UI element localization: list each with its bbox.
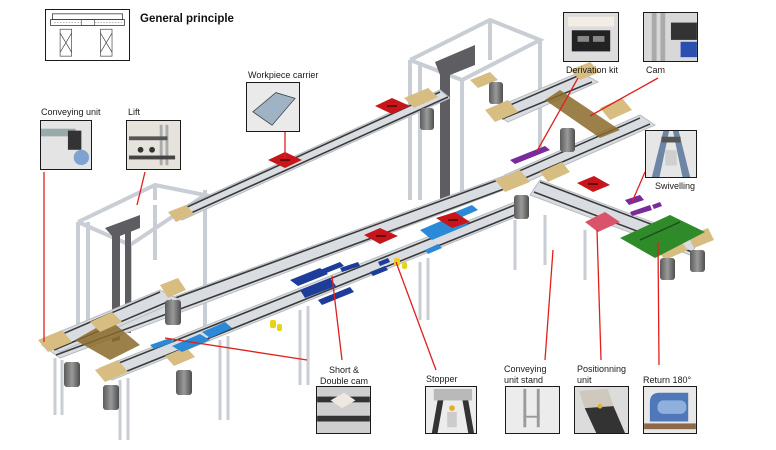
callout-label-lift: Lift xyxy=(128,107,141,117)
cam-photo xyxy=(643,12,698,62)
callout-label-workpiece-carrier: Workpiece carrier xyxy=(248,70,319,80)
motor xyxy=(103,385,119,410)
motor xyxy=(165,300,181,325)
end-block xyxy=(470,72,498,88)
general-principle-title: General principle xyxy=(140,13,234,25)
stopper-photo xyxy=(425,386,477,434)
motor xyxy=(64,362,80,387)
motor xyxy=(690,250,705,272)
motor xyxy=(420,108,434,130)
lift-mechanism-right xyxy=(435,45,475,202)
conveying-unit-stands xyxy=(53,215,587,440)
end-block xyxy=(688,228,714,248)
end-block xyxy=(404,88,438,108)
derivation-kit-part xyxy=(510,146,662,216)
callout-label-short-double-cam: Short & Double cam xyxy=(314,365,374,387)
end-block xyxy=(495,170,530,192)
motor xyxy=(489,82,503,104)
conveying-unit-photo xyxy=(40,120,92,170)
double-cams xyxy=(290,258,390,305)
swivelling-photo xyxy=(645,130,697,178)
callout-label-derivation-kit: Derivation kit xyxy=(566,65,619,75)
end-block xyxy=(160,278,186,298)
end-block xyxy=(38,330,72,352)
positioning-unit-part xyxy=(585,212,620,232)
callout-label-positioning-unit: Positionning unit xyxy=(577,364,626,386)
callout-label-swivelling: Swivelling xyxy=(655,181,696,191)
callout-label-short-double-cam-line1: Short & xyxy=(328,365,359,375)
swivelling-plate xyxy=(620,215,705,258)
end-block xyxy=(540,162,570,182)
motor xyxy=(176,370,192,395)
callout-label-conveying-unit-stand-line2: unit stand xyxy=(504,375,544,385)
short-double-cam-photo xyxy=(316,386,371,434)
callout-label-conveying-unit-stand: Conveying unit stand xyxy=(504,364,547,386)
motor xyxy=(514,195,529,219)
callout-label-cam: Cam xyxy=(646,65,666,75)
end-block xyxy=(95,360,128,382)
end-block xyxy=(168,205,194,222)
end-block xyxy=(485,100,518,122)
callout-label-positioning-unit-line1: Positionning xyxy=(577,364,627,374)
end-block xyxy=(90,312,122,332)
end-block xyxy=(600,98,632,120)
leader-lines xyxy=(43,77,660,371)
lift-photo xyxy=(126,120,181,170)
callout-label-positioning-unit-line2: unit xyxy=(577,375,592,385)
callout-label-short-double-cam-line2: Double cam xyxy=(319,376,369,386)
workpiece-carrier-photo xyxy=(246,82,300,132)
derivation-kit-photo xyxy=(563,12,619,62)
callout-label-conveying-unit: Conveying unit xyxy=(41,107,101,117)
callout-label-return-180: Return 180° xyxy=(643,375,692,385)
callout-label-conveying-unit-stand-line1: Conveying xyxy=(504,364,547,374)
end-block xyxy=(165,347,195,366)
positioning-unit-photo xyxy=(574,386,629,434)
general-principle-diagram xyxy=(45,9,130,61)
motor xyxy=(560,128,575,152)
callout-label-stopper: Stopper xyxy=(426,374,458,384)
conveyor-profile-cross-section-icon xyxy=(50,13,125,57)
conveying-unit-stand-photo xyxy=(505,386,560,434)
end-block xyxy=(570,62,600,80)
motor xyxy=(660,258,675,280)
return-180-photo xyxy=(643,386,697,434)
stoppers xyxy=(270,258,407,331)
